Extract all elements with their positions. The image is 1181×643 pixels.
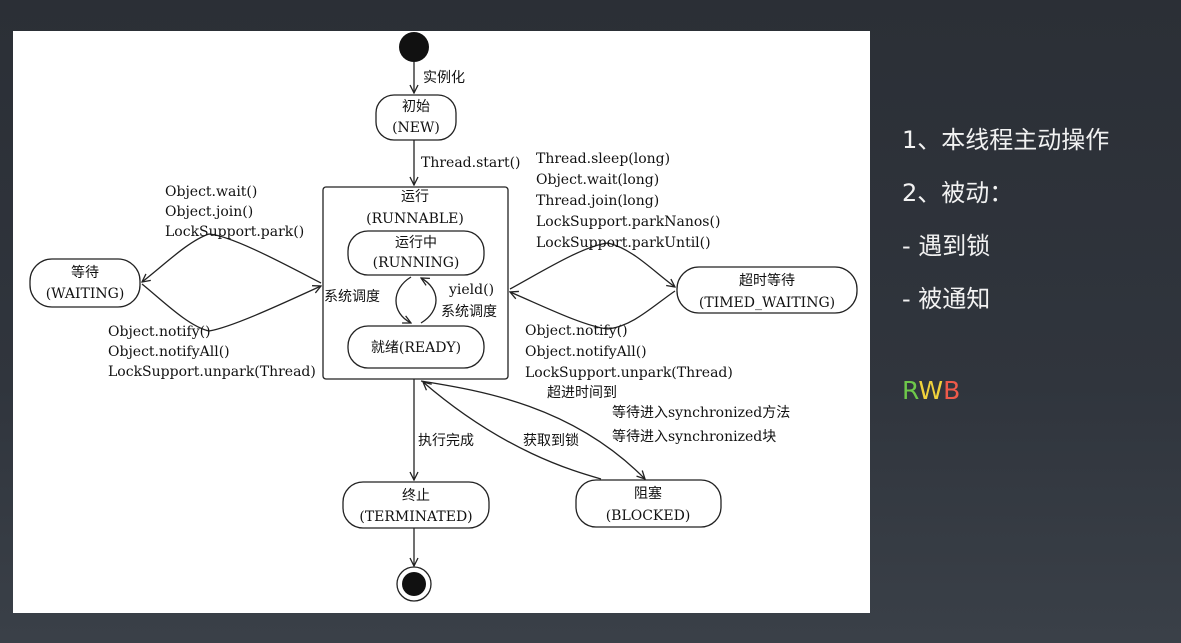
state-running <box>347 230 485 276</box>
label-wait-from-2: Object.notifyAll() <box>108 344 230 360</box>
state-running-code: (RUNNING) <box>373 255 460 271</box>
state-ready-name: 就绪(READY) <box>371 340 461 356</box>
state-waiting-name: 等待 <box>71 264 99 281</box>
arrow-runnable-to-timed <box>509 242 675 290</box>
label-yield: yield() <box>448 282 494 298</box>
state-waiting <box>29 258 141 308</box>
label-sys-sched-left: 系统调度 <box>324 289 380 305</box>
rwb-letter-r: R <box>902 376 919 405</box>
label-wait-to-1: Object.wait() <box>165 184 257 200</box>
note-item: 2、被动： <box>902 179 1014 207</box>
note-item: - 遇到锁 <box>902 232 991 260</box>
label-instantiate: 实例化 <box>423 70 465 86</box>
arrow-waiting-to-runnable <box>141 283 321 332</box>
state-runnable-code: (RUNNABLE) <box>366 211 464 227</box>
label-wait-sync-2: 等待进入synchronized块 <box>612 428 776 445</box>
label-wait-to-2: Object.join() <box>165 204 253 220</box>
label-get-lock: 获取到锁 <box>523 433 579 449</box>
state-timed-waiting-name: 超时等待 <box>739 272 795 289</box>
arrow-running-to-ready <box>395 276 411 323</box>
notes-list: 1、本线程主动操作 2、被动： - 遇到锁 - 被通知 <box>902 122 1172 334</box>
thread-state-diagram: 实例化 初始 (NEW) Thread.start() 运行 (RUNNABLE… <box>13 31 870 613</box>
start-node <box>399 32 429 62</box>
state-terminated <box>342 481 490 529</box>
note-item: 1、本线程主动操作 <box>902 126 1110 154</box>
state-new-code: (NEW) <box>392 120 440 136</box>
state-blocked <box>575 479 722 528</box>
end-node <box>402 572 426 596</box>
state-terminated-code: (TERMINATED) <box>359 509 472 525</box>
label-timed-to-3: Thread.join(long) <box>536 193 659 209</box>
state-ready <box>347 325 485 369</box>
label-timed-from-3: LockSupport.unpark(Thread) <box>525 365 733 381</box>
label-thread-start: Thread.start() <box>421 155 521 171</box>
state-waiting-code: (WAITING) <box>46 286 125 302</box>
label-timed-from-2: Object.notifyAll() <box>525 344 647 360</box>
label-timed-to-2: Object.wait(long) <box>536 172 659 188</box>
state-new-name: 初始 <box>402 98 430 115</box>
note-item: - 被通知 <box>902 285 991 313</box>
rwb-letter-b: B <box>943 376 961 405</box>
label-sys-sched-right: 系统调度 <box>441 304 497 320</box>
rwb-label: RWB <box>902 376 960 405</box>
label-wait-from-1: Object.notify() <box>108 324 211 340</box>
state-timed-waiting <box>676 266 858 314</box>
label-wait-sync-1: 等待进入synchronized方法 <box>612 404 790 421</box>
state-new <box>375 94 457 141</box>
state-runnable-name: 运行 <box>401 189 429 205</box>
arrow-ready-to-running <box>421 278 437 324</box>
label-exec-done: 执行完成 <box>418 433 474 449</box>
arrow-timed-to-runnable <box>510 290 676 330</box>
state-timed-waiting-code: (TIMED_WAITING) <box>699 295 835 311</box>
rwb-letter-w: W <box>918 376 944 405</box>
arrow-runnable-to-waiting <box>142 233 322 284</box>
state-blocked-name: 阻塞 <box>634 485 662 502</box>
label-wait-to-3: LockSupport.park() <box>165 224 304 240</box>
arrow-blocked-to-runnable <box>423 382 602 480</box>
label-timeout: 超进时间到 <box>547 385 617 401</box>
state-running-name: 运行中 <box>395 235 437 251</box>
arrow-runnable-to-blocked <box>420 380 645 479</box>
label-timed-to-4: LockSupport.parkNanos() <box>536 214 720 230</box>
label-wait-from-3: LockSupport.unpark(Thread) <box>108 364 316 380</box>
label-timed-to-5: LockSupport.parkUntil() <box>536 235 711 251</box>
state-blocked-code: (BLOCKED) <box>606 508 691 524</box>
label-timed-to-1: Thread.sleep(long) <box>536 151 670 167</box>
label-timed-from-1: Object.notify() <box>525 323 628 339</box>
state-terminated-name: 终止 <box>402 488 430 504</box>
